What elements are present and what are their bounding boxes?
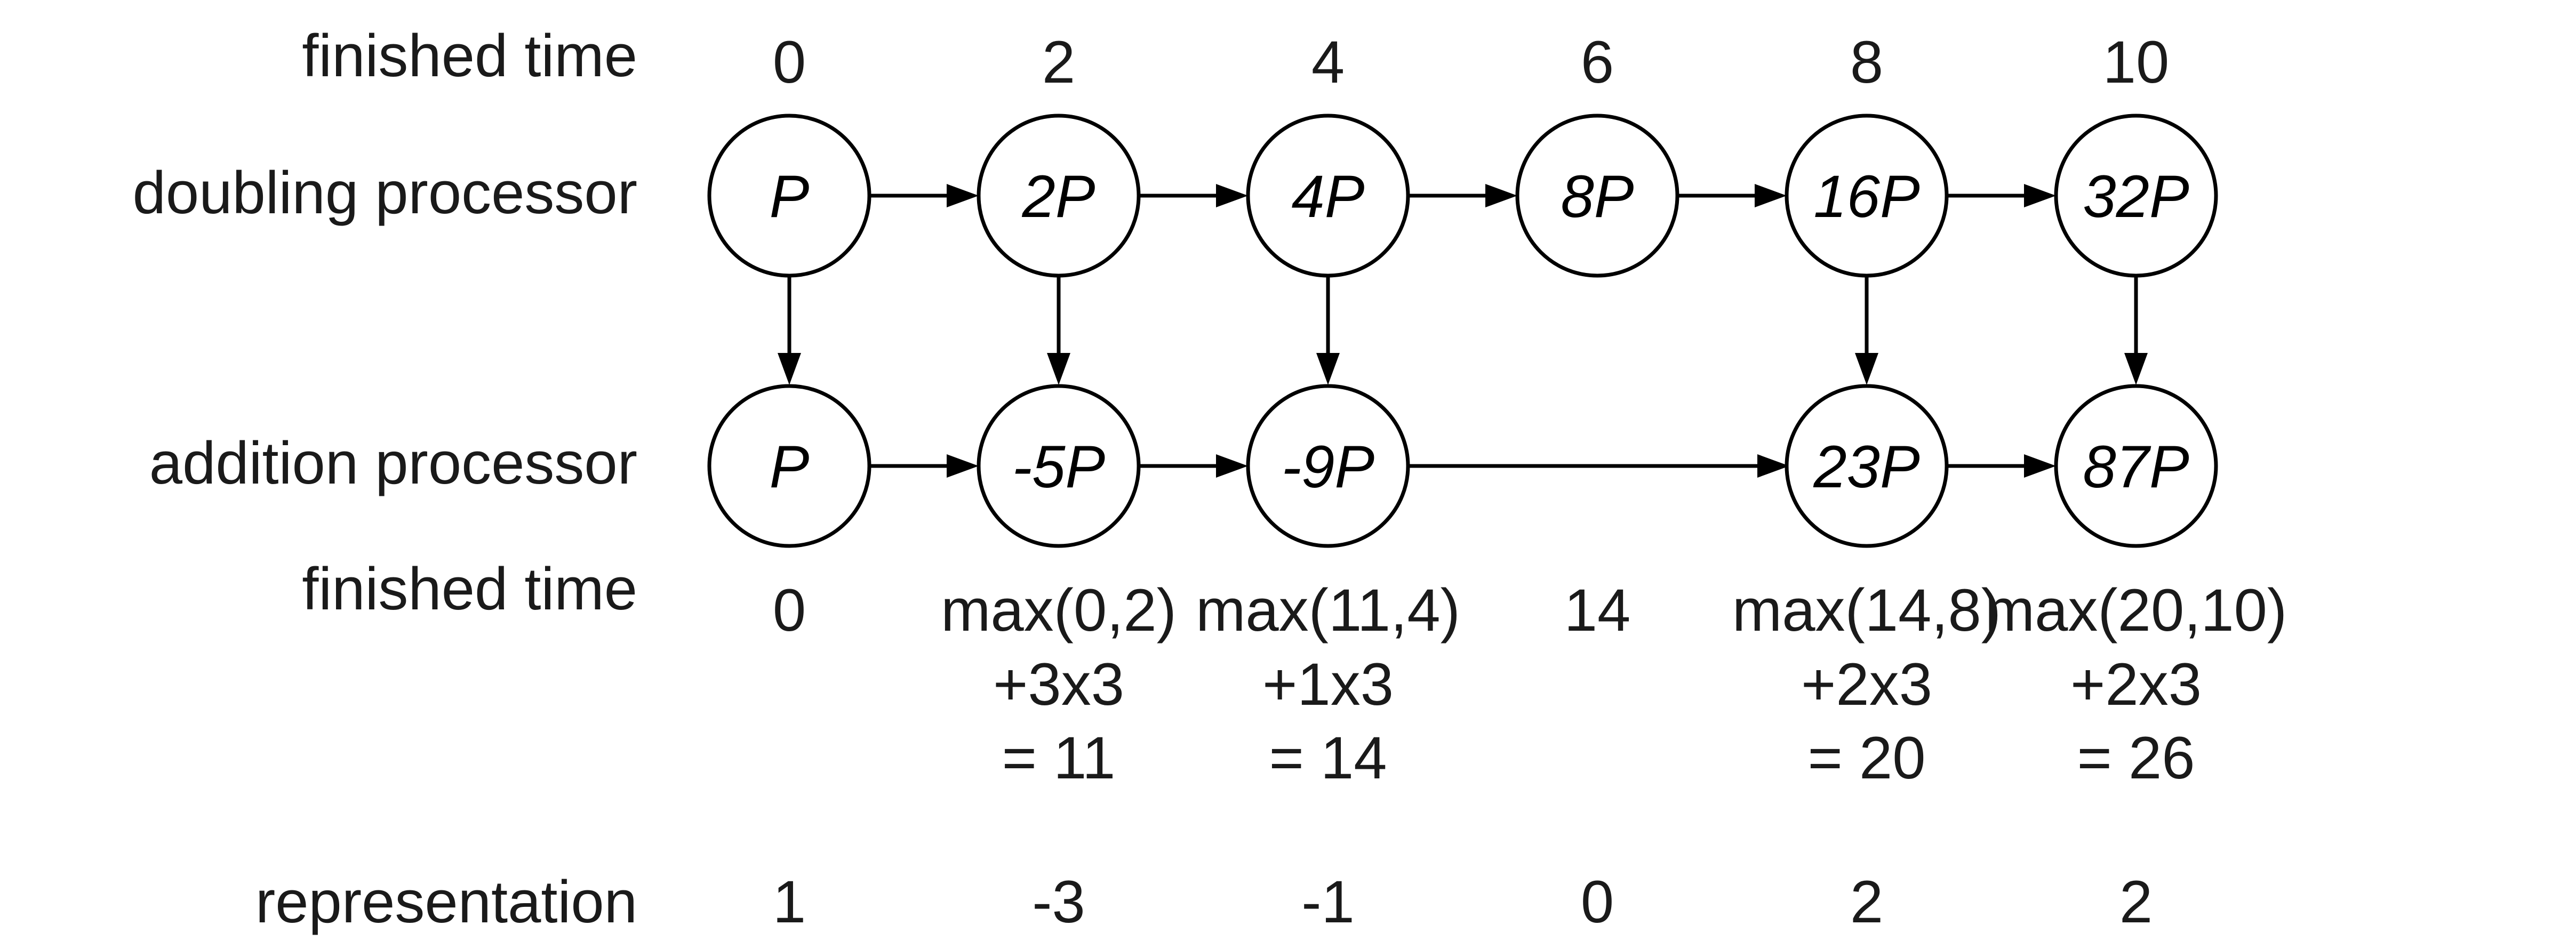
doubling-time-value: 10 — [2103, 29, 2170, 95]
doubling-time-value: 2 — [1042, 29, 1075, 95]
addition-time-formula: max(20,10) — [1985, 577, 2287, 644]
doubling-node — [977, 114, 1141, 278]
arrowhead — [2024, 184, 2056, 207]
doubling-time-value: 8 — [1850, 29, 1883, 95]
doubling-node — [1785, 114, 1949, 278]
doubling-node — [1515, 114, 1679, 278]
arrowhead — [1485, 184, 1517, 207]
doubling-node-label: 2P — [1022, 163, 1095, 230]
addition-times: 0 max(0,2) +3x3 = 11 max(11,4) +1x3 = 14… — [773, 577, 2287, 791]
arrowhead — [2024, 454, 2056, 478]
addition-time-formula: max(14,8) — [1732, 577, 2001, 644]
doubling-node — [1246, 114, 1410, 278]
doubling-node-label: 4P — [1292, 163, 1365, 230]
addition-time-formula: max(0,2) — [941, 577, 1177, 644]
arrowhead — [1855, 353, 1878, 385]
addition-time-value: 0 — [773, 577, 806, 644]
doubling-nodes: P 2P 4P 8P 16P 32P — [707, 114, 2218, 278]
doubling-node-label: 16P — [1813, 163, 1919, 230]
representation-digit: -3 — [1032, 868, 1085, 935]
addition-node — [977, 384, 1141, 548]
addition-node — [707, 384, 871, 548]
addition-time-increment: +2x3 — [2070, 651, 2202, 718]
doubling-finished-time-label: finished time — [302, 22, 637, 89]
addition-finished-time-label: finished time — [302, 556, 637, 622]
addition-node-label: 87P — [2083, 433, 2189, 500]
representation-values: 1 -3 -1 0 2 2 — [773, 868, 2153, 935]
doubling-node — [2054, 114, 2218, 278]
representation-digit: 2 — [1850, 868, 1883, 935]
addition-time-result: = 14 — [1269, 725, 1387, 791]
addition-time-increment: +3x3 — [993, 651, 1124, 718]
addition-time-result: = 26 — [2077, 725, 2195, 791]
arrowhead — [1316, 353, 1340, 385]
doubling-node-label: P — [770, 163, 810, 230]
representation-digit: 1 — [773, 868, 806, 935]
addition-node-label: P — [770, 433, 810, 500]
arrowhead — [778, 353, 801, 385]
addition-node-label: -5P — [1012, 433, 1105, 500]
doubling-time-value: 4 — [1311, 29, 1345, 95]
edges — [778, 184, 2148, 478]
addition-node-label: -9P — [1282, 433, 1374, 500]
arrowhead — [1216, 184, 1248, 207]
addition-time-increment: +1x3 — [1262, 651, 1394, 718]
addition-time-increment: +2x3 — [1801, 651, 1932, 718]
doubling-time-value: 0 — [773, 29, 806, 95]
arrowhead — [2124, 353, 2148, 385]
doubling-times: 0 2 4 6 8 10 — [773, 29, 2169, 95]
addition-nodes: P -5P -9P 23P 87P — [707, 384, 2218, 548]
doubling-time-value: 6 — [1581, 29, 1614, 95]
addition-node-label: 23P — [1813, 433, 1919, 500]
doubling-node — [707, 114, 871, 278]
arrowhead — [1047, 353, 1070, 385]
addition-processor-label: addition processor — [149, 430, 637, 496]
addition-node — [1246, 384, 1410, 548]
addition-time-result: = 11 — [1002, 725, 1116, 791]
representation-label: representation — [255, 868, 637, 935]
representation-digit: -1 — [1301, 868, 1355, 935]
arrowhead — [1216, 454, 1248, 478]
doubling-node-label: 32P — [2083, 163, 2189, 230]
representation-digit: 2 — [2119, 868, 2153, 935]
arrowhead — [947, 184, 979, 207]
doubling-node-label: 8P — [1561, 163, 1634, 230]
addition-time-result: = 20 — [1807, 725, 1925, 791]
addition-node — [1785, 384, 1949, 548]
arrowhead — [947, 454, 979, 478]
addition-node — [2054, 384, 2218, 548]
addition-time-value: 14 — [1564, 577, 1631, 644]
doubling-processor-label: doubling processor — [133, 159, 637, 226]
arrowhead — [1757, 454, 1789, 478]
arrowhead — [1755, 184, 1787, 207]
representation-digit: 0 — [1581, 868, 1614, 935]
addition-time-formula: max(11,4) — [1196, 577, 1460, 644]
